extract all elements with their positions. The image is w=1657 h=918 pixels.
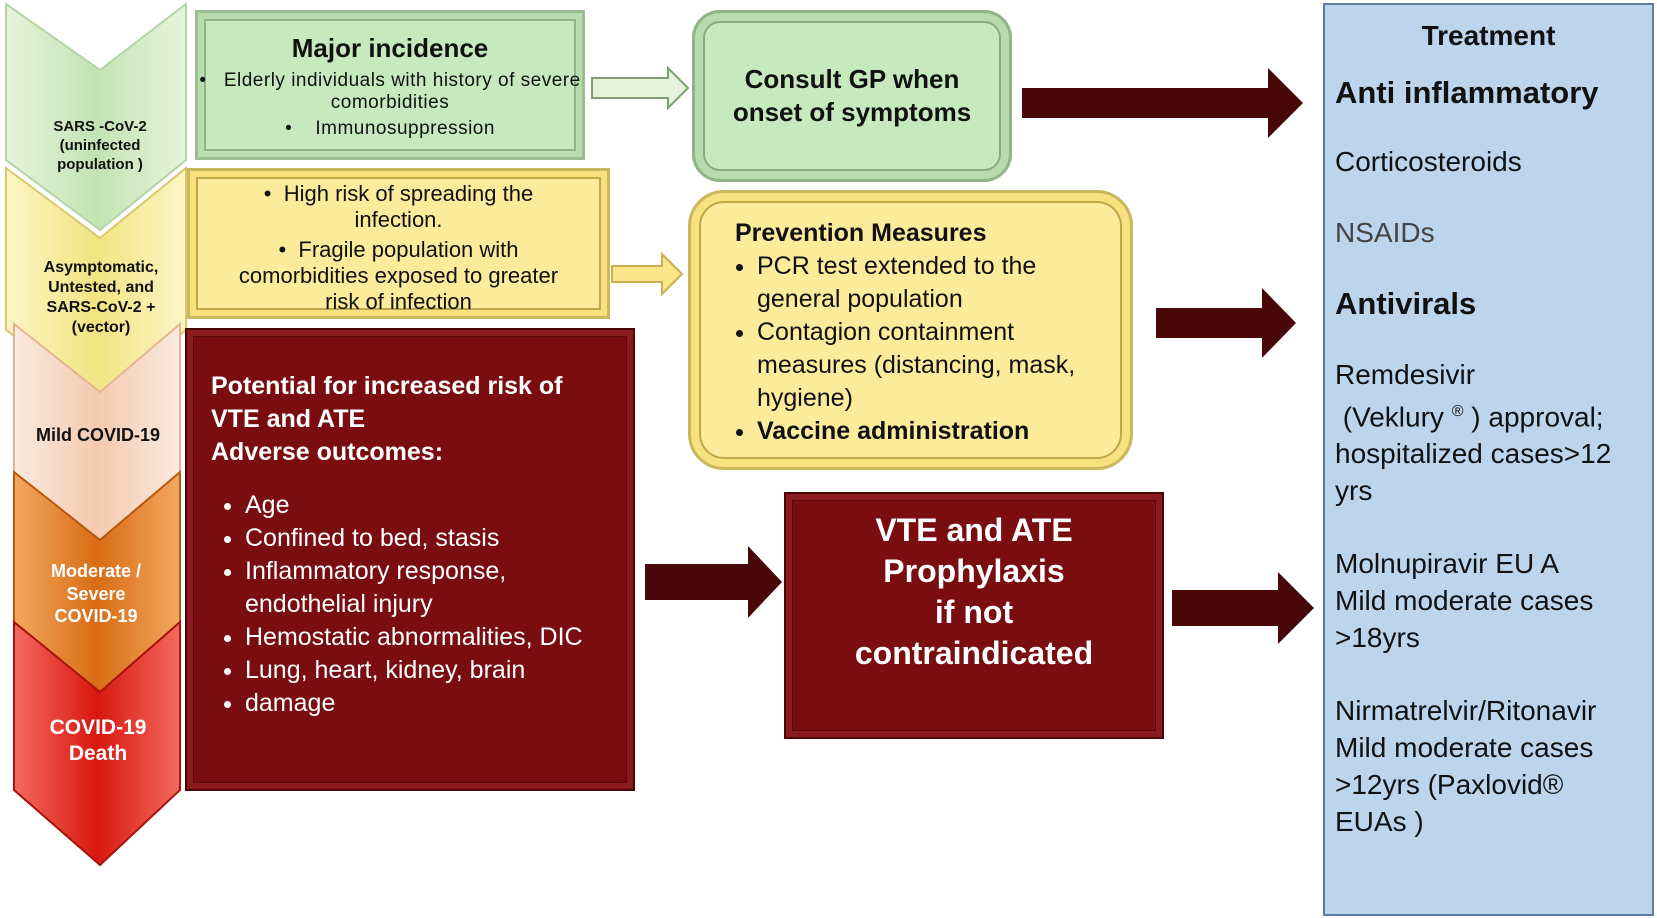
anti-inflammatory-heading: Anti inflammatory [1335,75,1599,110]
stage-label-1: SARS -CoV-2 (uninfected population ) [53,118,147,173]
arrow-major-to-consult [591,65,690,111]
treatment-title: Treatment [1421,20,1556,51]
antivirals-heading: Antivirals [1335,286,1477,321]
prevention-item-2: Contagion containment measures (distanci… [757,316,1106,415]
adverse-outcomes-box: Potential for increased risk of VTE and … [185,328,635,791]
high-risk-box: • High risk of spreading the infection. … [187,168,610,319]
remdesivir-text: Remdesivir (Veklury ® ) approval; hospit… [1335,359,1612,507]
corticosteroids-text: Corticosteroids [1335,146,1522,177]
prophylaxis-line-4: contraindicated [854,635,1094,671]
outcome-item-6: damage [245,687,613,720]
arrow-consult-to-treatment [1022,68,1303,138]
major-incidence-title: Major incidence [291,33,489,63]
major-incidence-item-2: • Immunosuppression [285,118,495,139]
stage-label-3: Mild COVID-19 [36,425,161,445]
prevention-box: Prevention Measures PCR test extended to… [688,190,1133,470]
consult-gp-line-2: onset of symptoms [732,97,972,127]
arrow-prevention-to-treatment [1156,288,1296,358]
high-risk-item-1: • High risk of spreading the infection. [263,181,534,232]
arrow-prophylaxis-to-treatment [1172,572,1314,644]
outcome-item-3: Inflammatory response, endothelial injur… [245,555,613,621]
stage-chevron-1 [5,1,187,232]
prevention-item-1: PCR test extended to the general populat… [757,250,1106,316]
prophylaxis-line-3: if not [934,594,1014,630]
arrow-outcomes-to-prophylaxis [645,546,782,618]
consult-gp-line-1: Consult GP when [744,64,960,94]
stage-chevron-5 [13,619,181,867]
outcome-item-2: Confined to bed, stasis [245,522,613,555]
major-incidence-box: Major incidence • Elderly individuals wi… [195,10,585,160]
major-incidence-item-1: • Elderly individuals with history of se… [199,70,581,113]
treatment-panel: Treatment Anti inflammatory Corticostero… [1323,3,1654,916]
stage-label-4: Moderate / Severe COVID-19 [50,561,142,626]
high-risk-item-2: • Fragile population with comorbidities … [238,237,559,314]
prophylaxis-line-1: VTE and ATE [875,512,1073,548]
nirmatrelvir-text: Nirmatrelvir/Ritonavir Mild moderate cas… [1335,695,1597,838]
outcome-item-5: Lung, heart, kidney, brain [245,654,613,687]
prophylaxis-box: VTE and ATE Prophylaxis if not contraind… [784,492,1164,739]
prevention-item-3: Vaccine administration [757,415,1106,448]
outcome-item-4: Hemostatic abnormalities, DIC [245,621,613,654]
stage-label-5: COVID-19 Death [49,716,147,766]
consult-gp-box: Consult GP when onset of symptoms [692,10,1012,182]
prophylaxis-line-2: Prophylaxis [883,553,1065,589]
nsaids-text: NSAIDs [1335,217,1435,248]
molnupiravir-text: Molnupiravir EU A Mild moderate cases >1… [1335,548,1594,654]
adverse-outcomes-title: Potential for increased risk of VTE and … [211,372,563,466]
prevention-title: Prevention Measures [735,219,987,247]
arrow-risk-to-prevention [611,251,684,297]
outcome-item-1: Age [245,489,613,522]
stage-label-2: Asymptomatic, Untested, and SARS-CoV-2 +… [43,259,159,336]
